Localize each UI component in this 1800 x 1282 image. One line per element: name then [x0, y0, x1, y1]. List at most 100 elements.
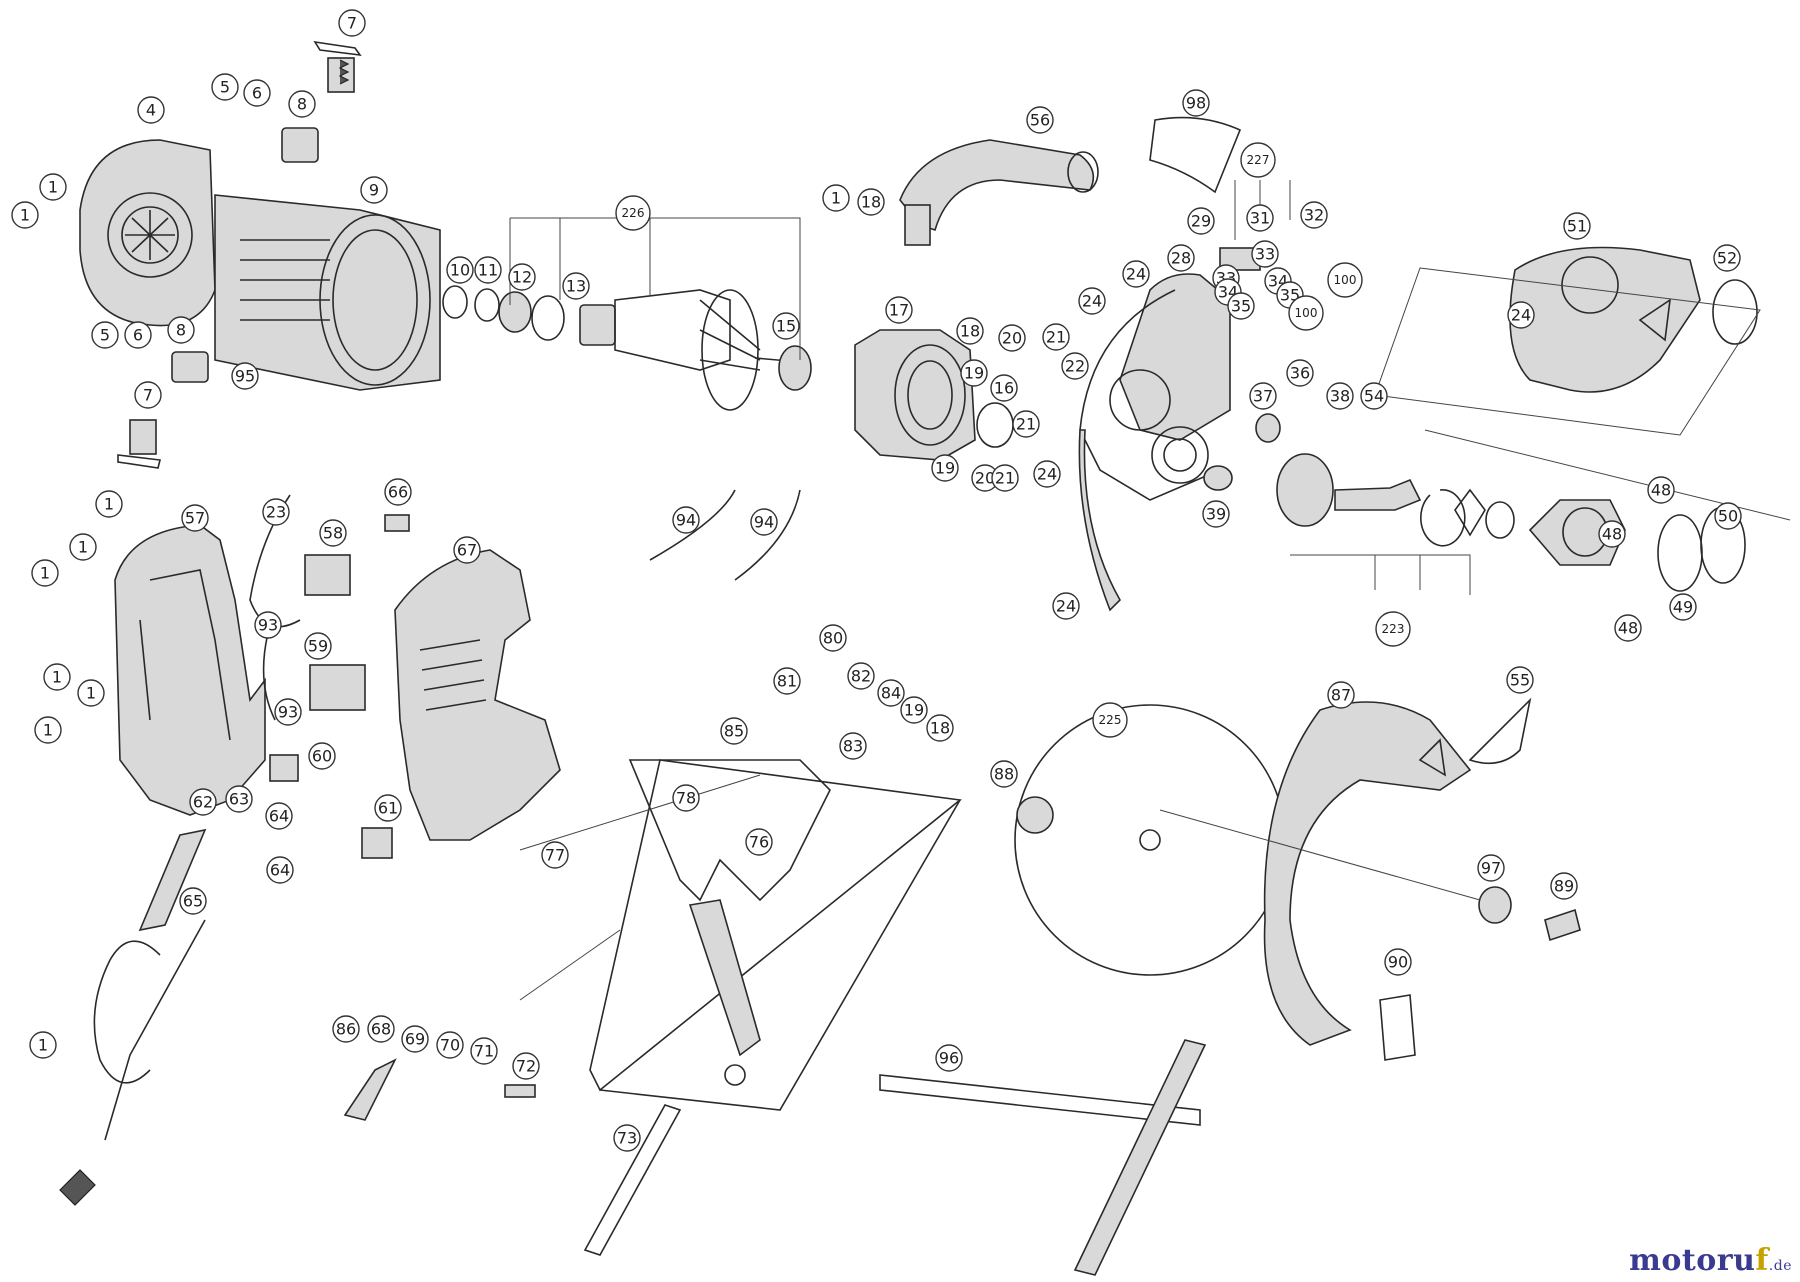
callout-circle	[990, 760, 1018, 788]
callout-number: 83	[843, 737, 863, 756]
watermark-logo: motoruf.de	[1629, 1243, 1792, 1278]
callout-circle	[124, 321, 152, 349]
guard-cover	[1509, 246, 1701, 393]
brush-holder-top	[313, 40, 362, 93]
callout-83: 83	[839, 732, 867, 760]
callout-4: 4	[137, 96, 165, 124]
callout-circle	[1187, 207, 1215, 235]
callout-circle	[1360, 382, 1388, 410]
callout-circle	[338, 9, 366, 37]
callout-number: 9	[369, 181, 379, 200]
callout-circle	[1550, 872, 1578, 900]
motor-housing	[214, 194, 441, 391]
callout-circle	[512, 1052, 540, 1080]
callout-circle	[1227, 292, 1255, 320]
callout-circle	[772, 312, 800, 340]
upper-guard-gearbox	[1078, 273, 1231, 612]
callout-35: 35	[1227, 292, 1255, 320]
power-cord	[93, 919, 206, 1141]
plug	[59, 1169, 96, 1206]
callout-50: 50	[1714, 502, 1742, 530]
callout-circle	[1669, 593, 1697, 621]
callout-circle	[541, 841, 569, 869]
callout-number: 24	[1126, 265, 1146, 284]
bearing-15	[778, 345, 812, 391]
callout-circle	[900, 696, 928, 724]
callout-number: 33	[1255, 245, 1275, 264]
callout-number: 19	[964, 364, 984, 383]
callout-number: 88	[994, 765, 1014, 784]
callout-number: 85	[724, 722, 744, 741]
callout-number: 24	[1082, 292, 1102, 311]
callout-number: 50	[1718, 507, 1738, 526]
callout-circle	[822, 184, 850, 212]
callout-93: 93	[274, 698, 302, 726]
label-97	[1468, 697, 1532, 765]
callout-circle	[1375, 611, 1411, 647]
callout-number: 98	[1186, 94, 1206, 113]
callout-circle	[43, 663, 71, 691]
callout-circle	[745, 828, 773, 856]
callout-circle	[474, 256, 502, 284]
callout-19: 19	[960, 359, 988, 387]
callout-number: 227	[1247, 153, 1270, 167]
callout-circle	[1078, 287, 1106, 315]
motor-end-cap	[79, 139, 216, 327]
callout-circle	[1506, 666, 1534, 694]
callout-number: 24	[1037, 465, 1057, 484]
callout-9: 9	[360, 176, 388, 204]
callout-number: 84	[881, 684, 901, 703]
callout-73: 73	[613, 1124, 641, 1152]
callout-circle	[167, 316, 195, 344]
callout-number: 69	[405, 1030, 425, 1049]
cover-58	[304, 554, 351, 596]
callout-number: 8	[176, 321, 186, 340]
callout-number: 226	[622, 206, 645, 220]
callout-48: 48	[1598, 520, 1626, 548]
callout-94: 94	[672, 506, 700, 534]
callout-circle	[189, 788, 217, 816]
callout-89: 89	[1550, 872, 1578, 900]
callout-circle	[998, 324, 1026, 352]
label-96	[1379, 994, 1416, 1061]
callout-77: 77	[541, 841, 569, 869]
callout-6: 6	[243, 79, 271, 107]
callout-circle	[1384, 948, 1412, 976]
callout-94: 94	[750, 508, 778, 536]
callout-number: 54	[1364, 387, 1384, 406]
watermark-accent: f	[1755, 1243, 1769, 1278]
callout-number: 68	[371, 1020, 391, 1039]
callout-29: 29	[1187, 207, 1215, 235]
callout-number: 77	[545, 846, 565, 865]
callout-58: 58	[319, 519, 347, 547]
callout-number: 28	[1171, 249, 1191, 268]
callout-number: 57	[185, 509, 205, 528]
callout-8: 8	[288, 90, 316, 118]
callout-number: 86	[336, 1020, 356, 1039]
callout-number: 21	[1046, 328, 1066, 347]
callout-circle	[819, 624, 847, 652]
callout-36: 36	[1286, 359, 1314, 387]
callout-33: 33	[1251, 240, 1279, 268]
callout-1: 1	[43, 663, 71, 691]
callout-64: 64	[265, 802, 293, 830]
callout-22: 22	[1061, 352, 1089, 380]
callout-number: 12	[512, 268, 532, 287]
callout-circle	[1286, 359, 1314, 387]
callout-number: 31	[1250, 209, 1270, 228]
gear-housing	[854, 329, 976, 461]
callout-number: 1	[78, 538, 88, 557]
callout-circle	[91, 321, 119, 349]
bearing-12	[498, 291, 532, 333]
callout-49: 49	[1669, 593, 1697, 621]
callout-24: 24	[1122, 260, 1150, 288]
callout-number: 82	[851, 667, 871, 686]
callout-number: 21	[995, 469, 1015, 488]
callout-circle	[31, 559, 59, 587]
callout-number: 55	[1510, 671, 1530, 690]
callout-84: 84	[877, 679, 905, 707]
callout-circle	[181, 504, 209, 532]
cable-sleeve	[138, 828, 207, 932]
callout-1: 1	[11, 201, 39, 229]
callout-circle	[332, 1015, 360, 1043]
